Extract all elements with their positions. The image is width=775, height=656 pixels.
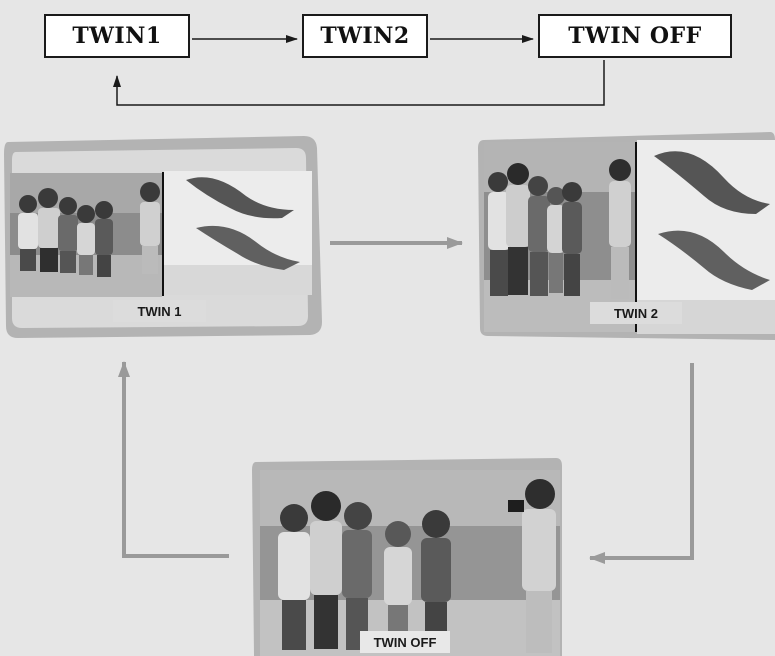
screen-label-twin-off: TWIN OFF [360,631,450,653]
children-photo [260,470,560,656]
